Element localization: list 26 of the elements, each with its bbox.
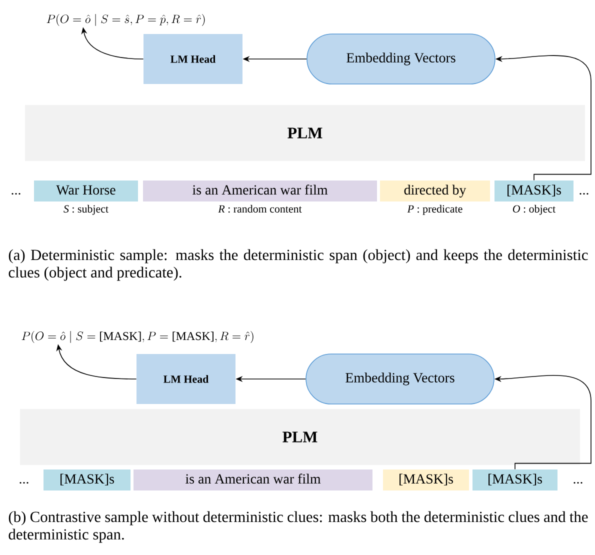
span-label: R : random content [218,204,302,213]
caption-text: (b) Contrastive sample without deterministic clues: masks both the deterministic clues and the deterministic span. [8,511,588,543]
highlighted-span: [MASK]s [383,470,469,490]
highlighted-span: is an American war film [134,470,372,490]
highlighted-span: directed by [380,180,490,202]
model-bar: PLM [20,409,580,465]
highlighted-span: is an American war film [143,180,377,202]
highlighted-span: [MASK]s [472,470,558,490]
highlighted-span: War Horse [34,180,138,202]
ellipsis-text: ... [12,193,20,195]
span-label: S : subject [64,204,108,215]
caption-text: (a) Deterministic sample: masks the deterministic span (object) and keeps the deterministic clues (object and predicate). [8,249,588,281]
span-label: P : predicate [407,204,462,215]
span-label: O : object [512,204,556,215]
highlighted-span: [MASK]s [494,180,574,202]
process-box: LM Head [144,34,242,84]
ellipsis-text: ... [580,193,588,195]
probability-formula: $P(O=\hat{o}\mid S=\text{[MASK]},P=\text{[MASK]},R=\hat{r})$ [22,331,254,343]
model-bar: PLM [25,105,585,161]
process-box: LM Head [136,354,236,404]
highlighted-span: [MASK]s [44,470,130,490]
probability-formula: $P(O=\hat{o}\mid S=\hat{s},P=\hat{p},R=\hat{r})$ [46,14,205,26]
rounded-box: Embedding Vectors [306,354,494,404]
rounded-box: Embedding Vectors [306,34,496,84]
ellipsis-text: ... [20,482,28,484]
ellipsis-text: ... [574,482,582,484]
